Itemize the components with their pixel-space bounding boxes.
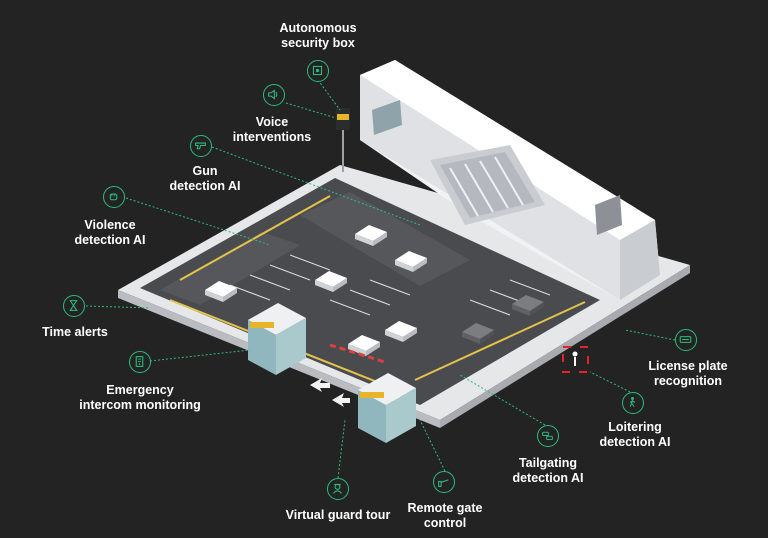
intercom-icon [129, 351, 151, 373]
cars [205, 225, 544, 356]
hourglass-icon [63, 295, 85, 317]
guard-icon [327, 478, 349, 500]
security-tower [336, 108, 350, 172]
gate-barrier-icon [433, 471, 455, 493]
gun-icon [190, 135, 212, 157]
speaker-icon [263, 84, 285, 106]
security-camera-box-icon [307, 60, 329, 82]
fist-icon [103, 186, 125, 208]
cars-icon [537, 425, 559, 447]
label-guard-tour: Virtual guard tour [285, 508, 391, 522]
leader-lines [85, 79, 676, 479]
building [360, 60, 660, 300]
license-plate-icon [675, 329, 697, 351]
label-time: Time alerts [42, 325, 108, 339]
guard-booths [248, 303, 416, 443]
person-walking-icon [622, 392, 644, 414]
parking-asphalt [140, 178, 600, 407]
loitering-marker [562, 346, 589, 373]
